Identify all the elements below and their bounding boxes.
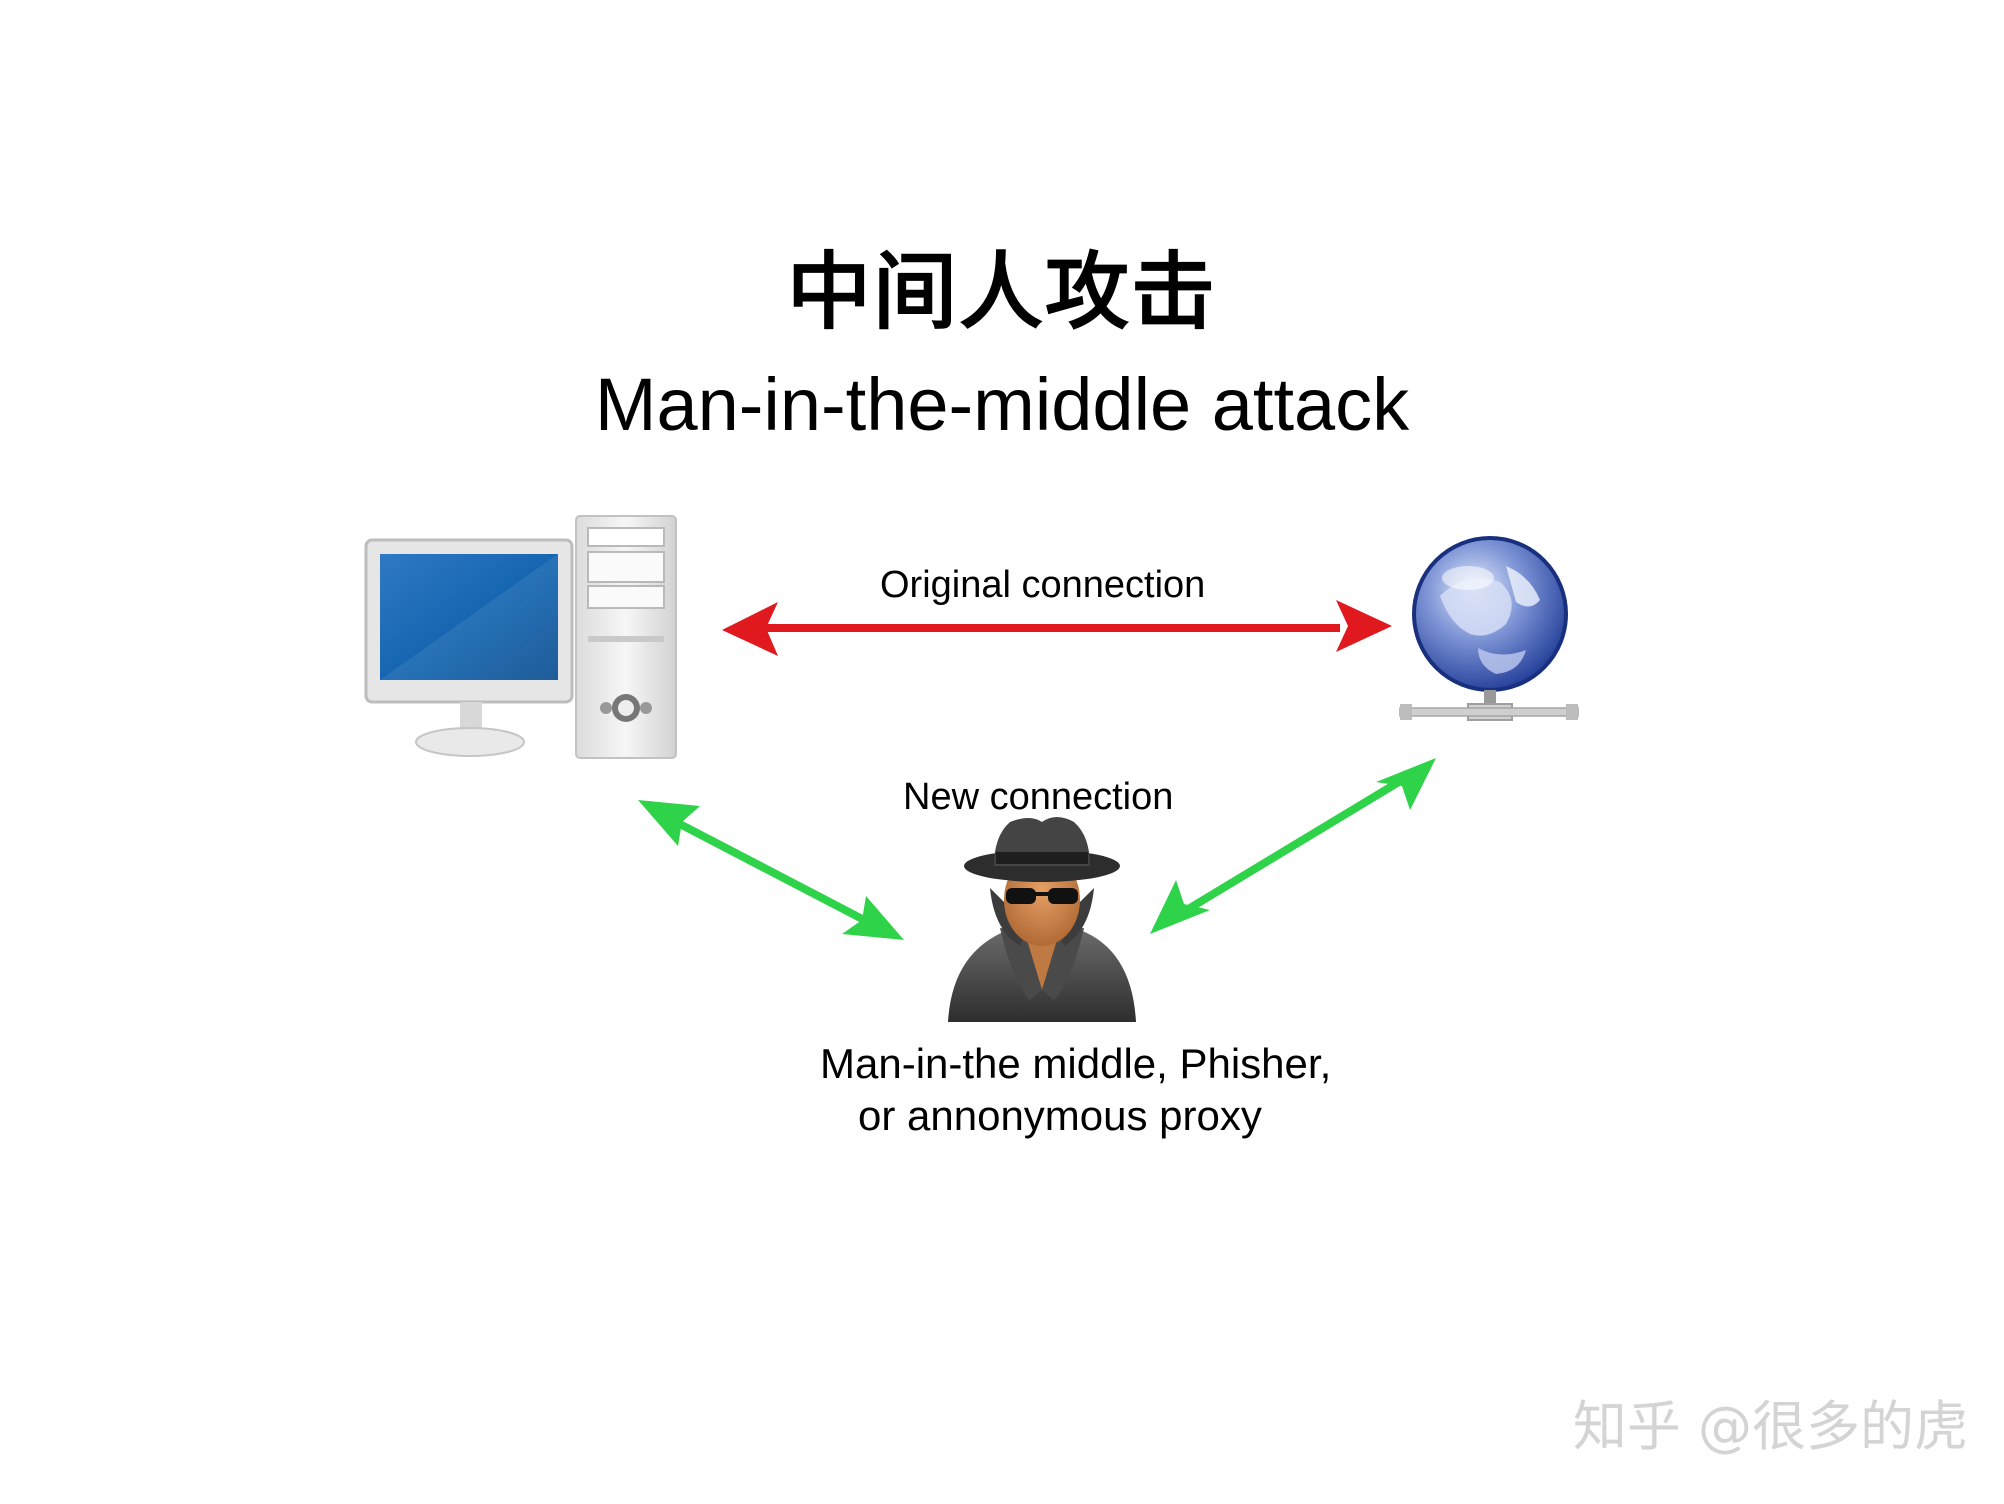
attacker-label-line1: Man-in-the middle, Phisher, xyxy=(820,1040,1332,1087)
new-connection-arrow-left xyxy=(638,800,904,940)
network-globe-icon xyxy=(1399,536,1579,721)
new-connection-arrow-right xyxy=(1150,758,1436,934)
desktop-computer-icon xyxy=(364,515,677,759)
attacker-label-line2: or annonymous proxy xyxy=(858,1092,1262,1139)
title-chinese: 中间人攻击 xyxy=(786,243,1217,341)
original-connection-arrow xyxy=(722,600,1392,656)
new-connection-label: New connection xyxy=(903,776,1174,818)
attacker-label: Man-in-the middle, Phisher, or annonymou… xyxy=(820,1038,1331,1142)
original-connection-label: Original connection xyxy=(880,564,1206,606)
watermark: 知乎 @很多的虎 xyxy=(1572,1395,1968,1458)
title-english: Man-in-the-middle attack xyxy=(594,363,1410,446)
hacker-spy-icon xyxy=(948,817,1136,1022)
